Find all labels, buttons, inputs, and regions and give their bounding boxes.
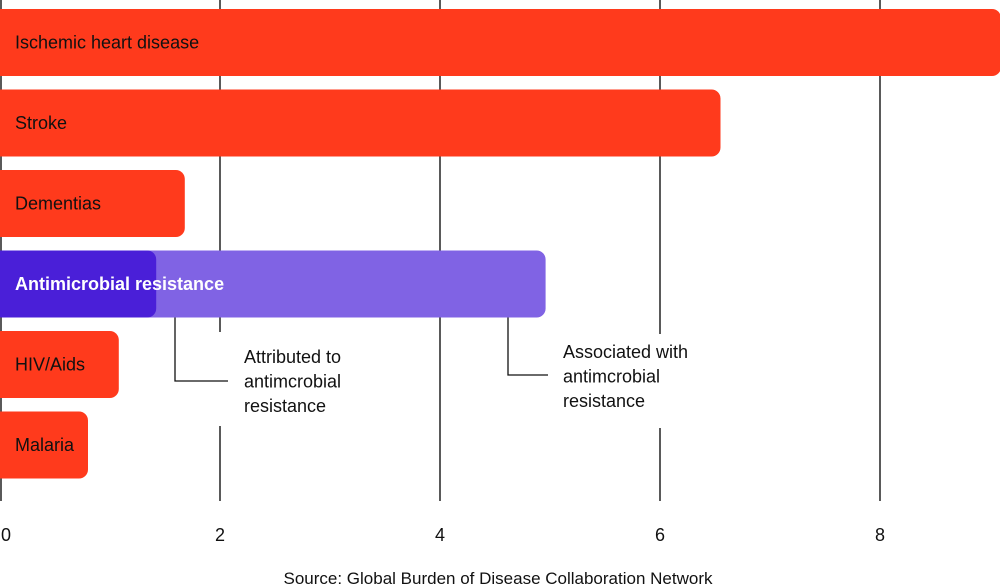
category-label-stroke: Stroke	[15, 113, 67, 133]
annotation-attributed-line-1: Attributed to	[244, 347, 341, 367]
x-axis-ticks: 0 2 4 6 8	[1, 525, 885, 545]
annotation-attributed: Attributed to antimcrobial resistance	[244, 347, 341, 416]
category-label-hiv-aids: HIV/Aids	[15, 355, 85, 375]
annotation-associated-line-1: Associated with	[563, 342, 688, 362]
annotation-attributed-line-3: resistance	[244, 396, 326, 416]
bars	[0, 9, 1000, 479]
annotation-associated-line-2: antimcrobial	[563, 367, 660, 387]
category-label-malaria: Malaria	[15, 435, 75, 455]
bar-malaria	[0, 411, 88, 479]
x-tick-label-6: 6	[655, 525, 665, 545]
leader-line-attributed	[174, 317, 228, 382]
category-label-dementias: Dementias	[15, 194, 101, 214]
category-label-antimicrobial-resistance: Antimicrobial resistance	[15, 274, 224, 294]
bar-ischemic-heart-disease	[0, 9, 1000, 76]
category-label-ischemic-heart-disease: Ischemic heart disease	[15, 33, 199, 53]
x-tick-label-2: 2	[215, 525, 225, 545]
annotation-gap-attributed	[200, 332, 240, 426]
bar-stroke	[0, 89, 721, 157]
leader-line-associated	[507, 317, 548, 376]
x-tick-label-4: 4	[435, 525, 445, 545]
annotation-attributed-line-2: antimcrobial	[244, 372, 341, 392]
category-labels: Ischemic heart diseaseStrokeDementiasAnt…	[15, 33, 224, 456]
bar-amr-attributed	[0, 250, 157, 318]
annotation-associated: Associated with antimcrobial resistance	[563, 342, 688, 411]
x-tick-label-0: 0	[1, 525, 11, 545]
annotation-gap-associated	[640, 334, 680, 428]
bar-dementias	[0, 170, 185, 237]
source-note: Source: Global Burden of Disease Collabo…	[283, 569, 713, 586]
x-tick-label-8: 8	[875, 525, 885, 545]
bar-hiv-aids	[0, 331, 119, 398]
annotation-associated-line-3: resistance	[563, 391, 645, 411]
